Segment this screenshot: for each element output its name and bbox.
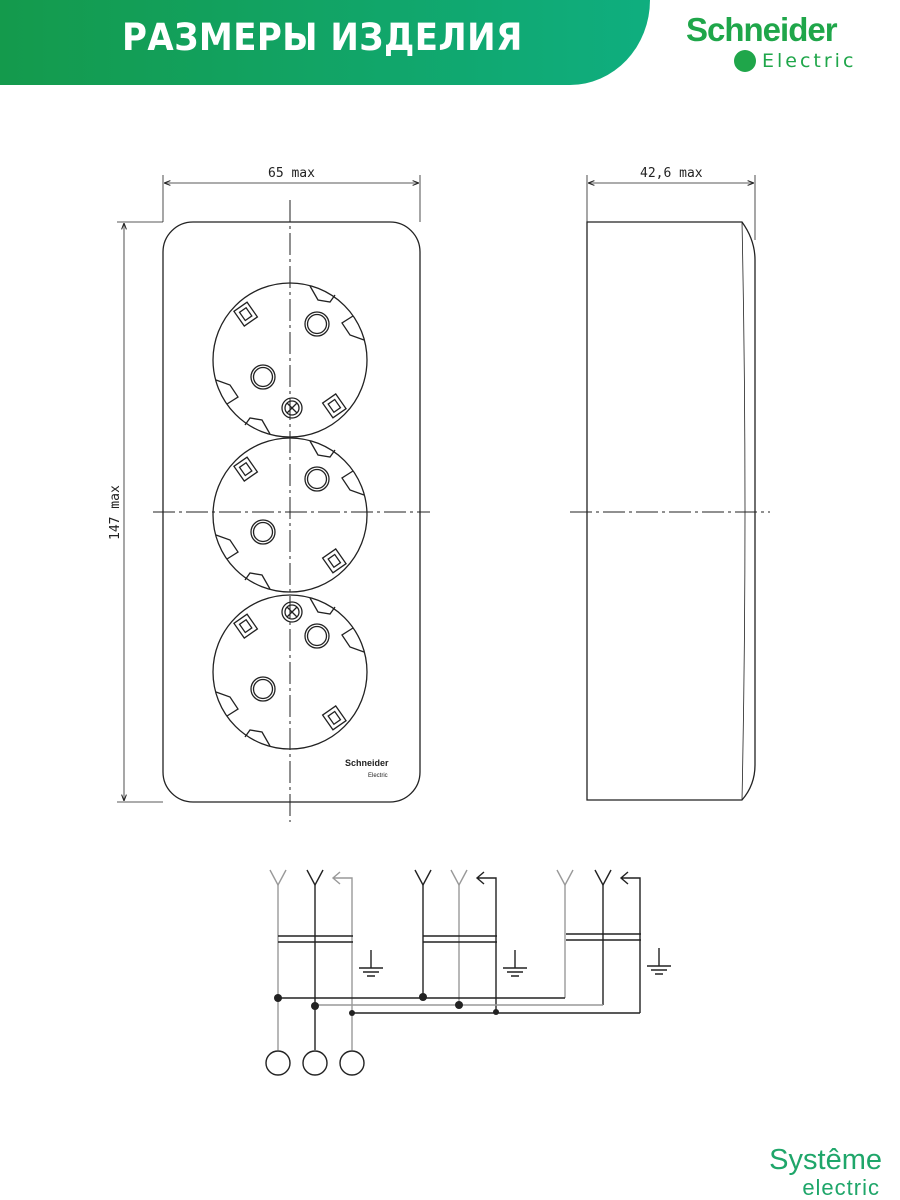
height-label: 147 max [108, 485, 123, 540]
ground-icon [503, 950, 527, 977]
logo-line-2: electric [802, 1175, 880, 1200]
screw-icon [281, 397, 303, 419]
depth-label: 42,6 max [640, 166, 703, 181]
logo-line-1: Systême [769, 1144, 882, 1176]
schneider-mark-icon [734, 50, 756, 72]
plate-brand: Schneider [345, 758, 389, 768]
plate-brand-sub: Electric [368, 773, 388, 779]
logo-main-text: Schneider [686, 11, 838, 48]
terminal-n [302, 1050, 328, 1076]
page-title: РАЗМЕРЫ ИЗДЕЛИЯ [122, 16, 523, 59]
socket-symbol-2 [414, 869, 527, 1013]
header-banner: РАЗМЕРЫ ИЗДЕЛИЯ [0, 0, 650, 85]
screw-icon [281, 601, 303, 623]
terminal-l [265, 1050, 291, 1076]
ground-icon [647, 948, 671, 975]
socket-symbol-1 [269, 869, 383, 1050]
terminal-pe [339, 1050, 365, 1076]
ground-icon [359, 950, 383, 977]
side-view [586, 221, 756, 801]
schneider-logo: Schneider Electric [686, 12, 886, 72]
wiring-diagram [265, 869, 671, 1076]
width-label: 65 max [268, 166, 315, 181]
logo-sub-row: Electric [734, 50, 886, 72]
logo-sub-text: Electric [762, 50, 857, 72]
socket-symbol-3 [556, 869, 671, 1013]
systeme-electric-logo: Systême electric [742, 1144, 882, 1200]
